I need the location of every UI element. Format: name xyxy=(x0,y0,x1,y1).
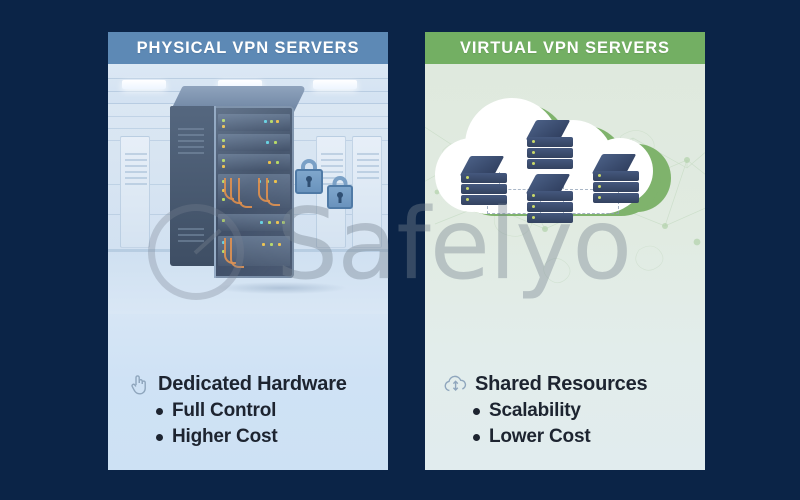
bullet-icon xyxy=(473,407,480,415)
feature-label: Shared Resources xyxy=(475,372,648,395)
feature-item: Scalability xyxy=(439,400,691,422)
panel-physical-vpn-servers: PHYSICAL VPN SERVERS xyxy=(108,32,388,470)
feature-label: Scalability xyxy=(489,400,581,421)
cloud-servers-illustration xyxy=(425,64,705,314)
padlock-icon xyxy=(295,159,323,195)
hand-tap-icon xyxy=(126,372,152,396)
connector-line xyxy=(565,172,603,190)
feature-item: Lower Cost xyxy=(439,426,691,448)
ceiling-lamp xyxy=(313,80,357,89)
bullet-icon xyxy=(156,433,163,441)
wall-cabinet xyxy=(120,136,150,248)
feature-label: Full Control xyxy=(172,400,277,421)
server-stack xyxy=(587,154,645,208)
ceiling-lamp xyxy=(218,80,262,89)
feature-item: Dedicated Hardware xyxy=(122,372,374,396)
feature-item: Full Control xyxy=(122,400,374,422)
panel-header-virtual: VIRTUAL VPN SERVERS xyxy=(425,32,705,64)
server-stack xyxy=(521,120,579,174)
feature-item: Shared Resources xyxy=(439,372,691,396)
padlock-icon xyxy=(327,176,353,210)
panel-title-physical: PHYSICAL VPN SERVERS xyxy=(136,38,360,57)
feature-label: Lower Cost xyxy=(489,426,591,447)
data-center-room-illustration xyxy=(108,64,388,314)
panel-body-physical: Dedicated Hardware Full Control Higher C… xyxy=(108,64,388,470)
feature-label: Dedicated Hardware xyxy=(158,372,347,395)
ceiling-lamp xyxy=(122,80,166,89)
feature-list-physical: Dedicated Hardware Full Control Higher C… xyxy=(108,372,388,452)
feature-list-virtual: Shared Resources Scalability Lower Cost xyxy=(425,372,705,452)
server-stack xyxy=(455,156,513,210)
cloud-sync-icon xyxy=(443,372,469,396)
panel-title-virtual: VIRTUAL VPN SERVERS xyxy=(460,38,670,57)
wall-cabinet xyxy=(352,136,382,248)
panel-virtual-vpn-servers: VIRTUAL VPN SERVERS xyxy=(425,32,705,470)
bullet-icon xyxy=(156,407,163,415)
server-rack-illustration xyxy=(170,86,346,294)
feature-item: Higher Cost xyxy=(122,426,374,448)
panel-body-virtual: Shared Resources Scalability Lower Cost xyxy=(425,64,705,470)
panel-header-physical: PHYSICAL VPN SERVERS xyxy=(108,32,388,64)
server-stack xyxy=(521,174,579,228)
bullet-icon xyxy=(473,433,480,441)
feature-label: Higher Cost xyxy=(172,426,278,447)
